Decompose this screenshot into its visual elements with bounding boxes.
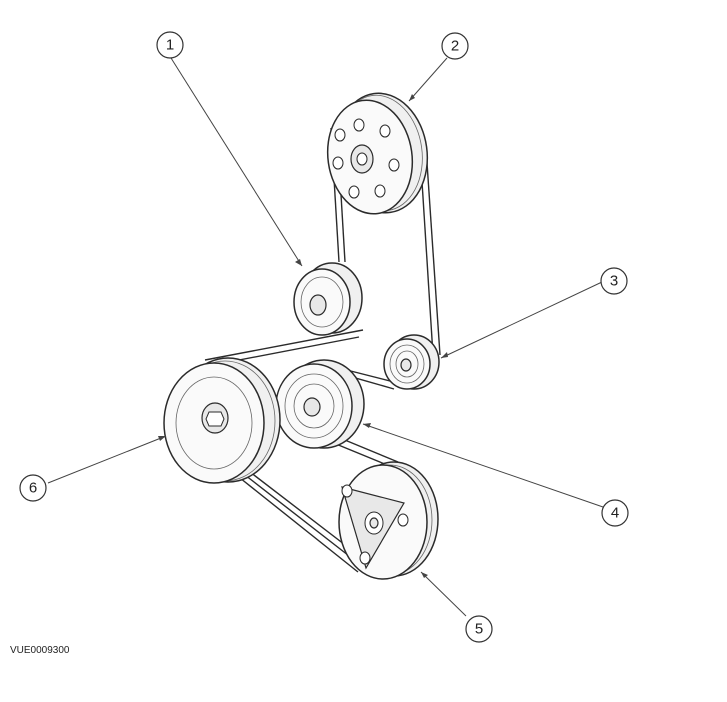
pulley-crankshaft xyxy=(163,357,281,484)
callout-6-label: 6 xyxy=(29,480,37,497)
callout-5: 5 xyxy=(465,615,493,643)
callout-4: 4 xyxy=(601,499,629,527)
pulley-alternator xyxy=(326,92,429,215)
callout-2: 2 xyxy=(441,32,469,60)
callout-3-label: 3 xyxy=(610,273,618,290)
callout-6: 6 xyxy=(19,474,47,502)
pulley-tensioner xyxy=(383,334,440,390)
callout-2-label: 2 xyxy=(451,38,459,55)
callout-5-label: 5 xyxy=(475,621,483,638)
pulley-idler xyxy=(293,262,363,336)
callout-3: 3 xyxy=(600,267,628,295)
callout-4-label: 4 xyxy=(611,505,619,522)
pulley-4 xyxy=(275,359,365,449)
leader-lines xyxy=(47,57,604,617)
pulley-compressor xyxy=(338,461,439,580)
callout-1: 1 xyxy=(156,31,184,59)
callout-1-label: 1 xyxy=(166,37,174,54)
reference-code: VUE0009300 xyxy=(10,645,70,656)
